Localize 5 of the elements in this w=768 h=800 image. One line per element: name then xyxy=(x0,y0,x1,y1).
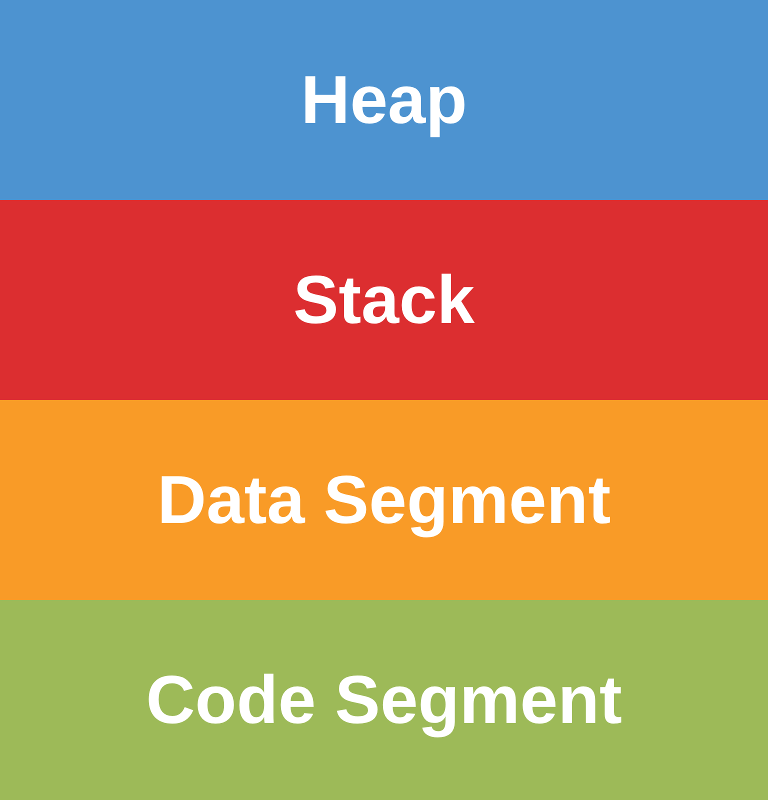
segment-label: Stack xyxy=(293,266,475,334)
memory-segment-band xyxy=(0,0,768,200)
memory-segment-band xyxy=(0,400,768,600)
memory-segment-band xyxy=(0,600,768,800)
memory-segment-band xyxy=(0,200,768,400)
